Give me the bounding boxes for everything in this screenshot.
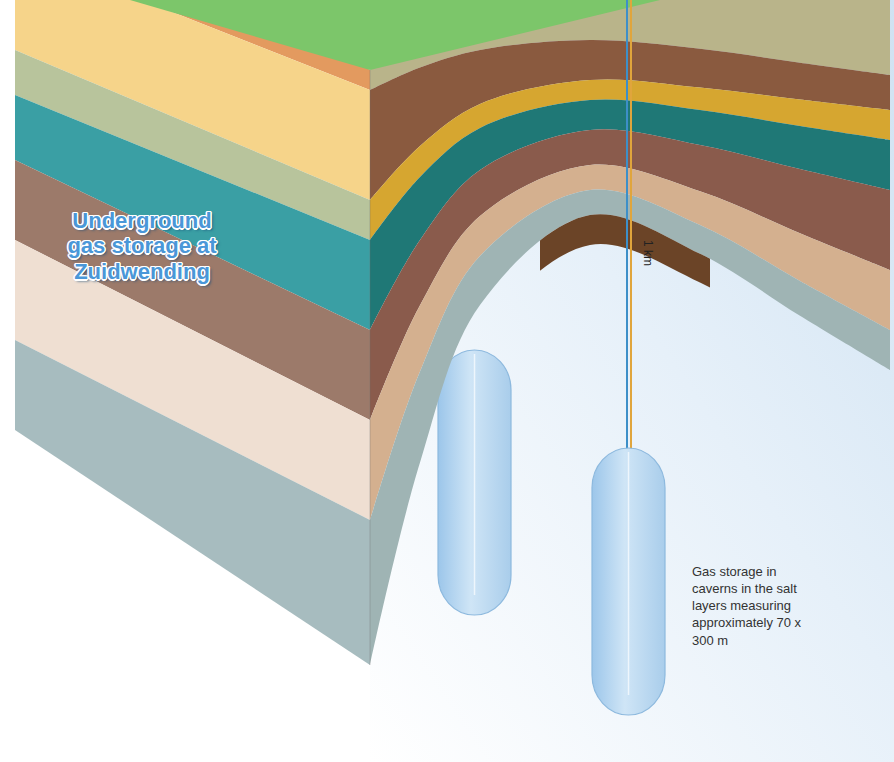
label-box: Gas storage in caverns in the salt layer…	[692, 563, 810, 649]
title-box: Underground gas storage at Zuidwending	[52, 208, 232, 284]
note-label: Gas storage in caverns in the salt layer…	[692, 563, 810, 649]
gas-cavern	[592, 448, 665, 715]
block-edge	[370, 70, 371, 665]
well-pipe	[626, 0, 628, 452]
gas-cavern	[438, 350, 511, 615]
salt-dome	[370, 0, 894, 762]
label-box: 1 km	[655, 240, 681, 254]
dimension-label: 1 km	[641, 240, 655, 266]
well-pipe	[630, 0, 632, 452]
rock-layer	[15, 340, 370, 665]
diagram-title: Underground gas storage at Zuidwending	[52, 208, 232, 284]
rock-layers	[15, 0, 370, 665]
ground-surface	[130, 0, 660, 70]
